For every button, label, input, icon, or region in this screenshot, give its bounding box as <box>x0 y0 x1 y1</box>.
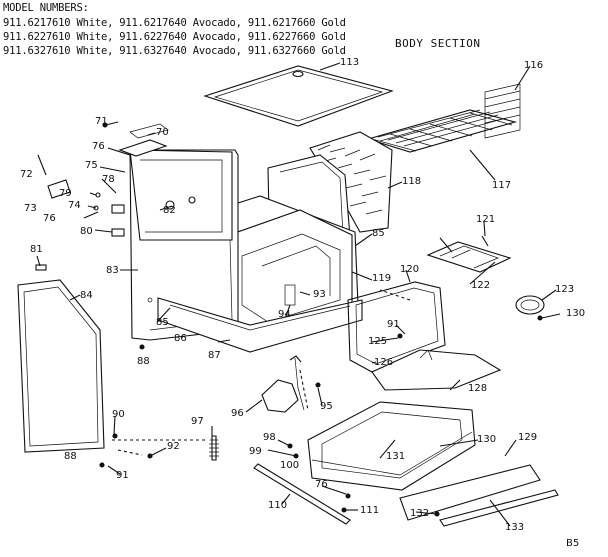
callout-123: 123 <box>555 284 575 295</box>
callout-75: 75 <box>85 160 98 171</box>
leader-lines <box>112 289 411 456</box>
callout-leaders <box>36 62 561 527</box>
callout-70: 70 <box>156 127 169 138</box>
callout-86: 86 <box>174 333 187 344</box>
bottom-frame-87 <box>157 297 363 353</box>
callout-85-left: 85 <box>156 317 169 328</box>
callout-88-lower: 88 <box>64 451 77 462</box>
plug-81 <box>35 264 47 271</box>
callout-76-top: 76 <box>92 141 105 152</box>
callout-113: 113 <box>340 57 360 68</box>
callout-120: 120 <box>400 264 420 275</box>
callout-87: 87 <box>208 350 221 361</box>
callout-98: 98 <box>263 432 276 443</box>
callout-122: 122 <box>471 280 491 291</box>
callout-111: 111 <box>360 505 380 516</box>
channel-70 <box>118 123 169 157</box>
model-line-1: 911.6217610 White, 911.6217640 Avocado, … <box>3 17 346 29</box>
callout-72: 72 <box>20 169 33 180</box>
callout-128: 128 <box>468 383 488 394</box>
callout-118: 118 <box>402 176 422 187</box>
clip-parts <box>93 192 125 237</box>
callout-84: 84 <box>80 290 93 301</box>
callout-74: 74 <box>68 200 81 211</box>
callout-76-bottom: 76 <box>315 479 328 490</box>
section-title: BODY SECTION <box>395 37 481 50</box>
callout-93: 93 <box>313 289 326 300</box>
model-numbers-title: MODEL NUMBERS: <box>3 2 89 14</box>
top-panel-113 <box>203 65 394 127</box>
model-line-3: 911.6327610 White, 911.6327640 Avocado, … <box>3 45 346 57</box>
callout-92: 92 <box>167 441 180 452</box>
callout-76-mid: 76 <box>43 213 56 224</box>
page-id: B5 <box>566 538 580 549</box>
callout-91-bottom: 91 <box>116 470 129 481</box>
callout-99: 99 <box>249 446 262 457</box>
side-panel-84 <box>17 279 105 453</box>
model-line-2: 911.6227610 White, 911.6227640 Avocado, … <box>3 31 346 43</box>
callout-125: 125 <box>368 336 388 347</box>
callout-85-right: 85 <box>372 228 385 239</box>
callout-126: 126 <box>374 357 394 368</box>
oven-rack-117 <box>366 83 521 153</box>
bake-element-122 <box>426 235 512 273</box>
callout-96: 96 <box>231 408 244 419</box>
door-gasket-126 <box>347 281 446 373</box>
trim-133 <box>439 489 559 527</box>
hinge-96 <box>261 355 305 413</box>
rear-panel-75 <box>129 149 233 241</box>
bracket-73 <box>47 179 71 199</box>
callout-80: 80 <box>80 226 93 237</box>
drawer-100 <box>307 401 476 491</box>
callout-88-upper: 88 <box>137 356 150 367</box>
callout-129: 129 <box>518 432 538 443</box>
broil-element-128 <box>371 349 502 391</box>
callout-97: 97 <box>191 416 204 427</box>
callout-119: 119 <box>372 273 392 284</box>
callout-94: 94 <box>278 309 291 320</box>
callout-78: 78 <box>102 174 115 185</box>
callout-100: 100 <box>280 460 300 471</box>
callout-133: 133 <box>505 522 525 533</box>
drawer-front-129 <box>399 464 541 521</box>
callout-95: 95 <box>320 401 333 412</box>
spring-97 <box>209 435 219 461</box>
callout-82: 82 <box>163 205 176 216</box>
glide-110 <box>253 463 351 525</box>
callout-91-door: 91 <box>387 319 400 330</box>
light-cover-123 <box>515 295 545 315</box>
callout-130-drawer: 130 <box>477 434 497 445</box>
callout-73: 73 <box>24 203 37 214</box>
callout-130-right: 130 <box>566 308 586 319</box>
callout-131: 131 <box>386 451 406 462</box>
callout-117: 117 <box>492 180 512 191</box>
callout-79: 79 <box>59 188 72 199</box>
callout-132: 132 <box>410 508 430 519</box>
callout-83: 83 <box>106 265 119 276</box>
callout-81: 81 <box>30 244 43 255</box>
callout-110: 110 <box>268 500 288 511</box>
callout-71: 71 <box>95 116 108 127</box>
callout-116: 116 <box>524 60 544 71</box>
callout-90: 90 <box>112 409 125 420</box>
callout-121: 121 <box>476 214 496 225</box>
